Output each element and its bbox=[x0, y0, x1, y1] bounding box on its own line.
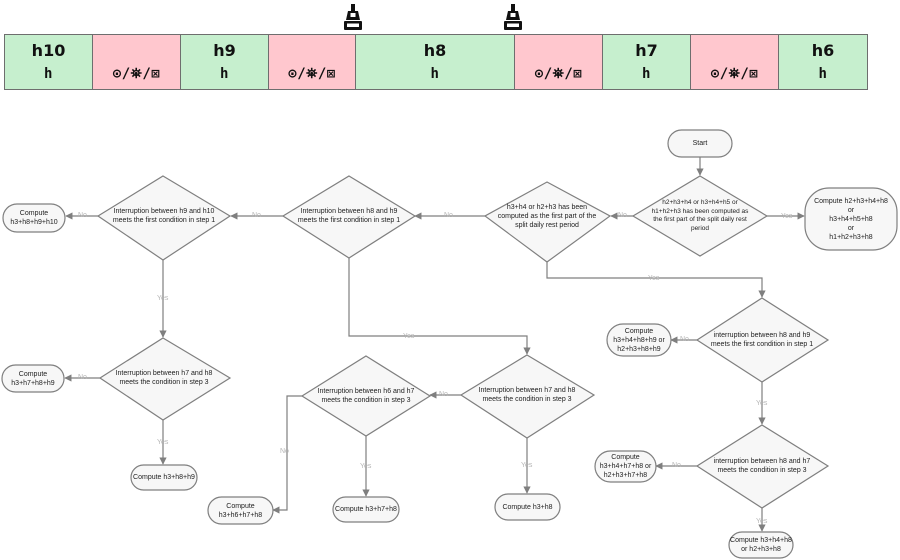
edge-no bbox=[272, 395, 302, 514]
cell-label: h9 bbox=[213, 41, 236, 60]
edge-label-yes: Yes bbox=[157, 439, 169, 446]
driving-symbol: h bbox=[44, 66, 53, 82]
timeline-cell-h7: h7 h bbox=[603, 35, 691, 89]
ferry-icon bbox=[504, 4, 522, 30]
driving-symbol: h bbox=[818, 66, 828, 82]
result-h3h8 bbox=[494, 493, 561, 521]
edge-label-no: No bbox=[680, 336, 689, 343]
edge-label-yes: Yes bbox=[403, 333, 415, 340]
edge-label-no: No bbox=[444, 212, 453, 219]
result-h3h7h8 bbox=[332, 496, 400, 523]
timeline-cell-h10: h10 h bbox=[5, 35, 93, 89]
edge-yes bbox=[348, 258, 531, 355]
decision-h3h4 bbox=[483, 181, 612, 263]
timeline-cell-break: ⊙/⛯/⊠ bbox=[515, 35, 603, 89]
break-symbols: ⊙/⛯/⊠ bbox=[710, 66, 759, 82]
decision-h6h7 bbox=[300, 355, 432, 437]
driving-symbol: h bbox=[642, 66, 651, 82]
edge-yes bbox=[546, 262, 766, 298]
timeline-cell-break: ⊙/⛯/⊠ bbox=[93, 35, 181, 89]
result-h3h4h8 bbox=[728, 531, 794, 559]
decision-h8h9 bbox=[281, 175, 417, 259]
edge-label-no: No bbox=[252, 212, 261, 219]
timeline-cell-h6: h6 h bbox=[779, 35, 867, 89]
duty-timeline: h10 h ⊙/⛯/⊠ h9 h ⊙/⛯/⊠ h8 h ⊙/⛯/⊠ h7 h ⊙… bbox=[4, 34, 868, 90]
decision-h9h10 bbox=[96, 175, 232, 261]
decision-h7h8-mid bbox=[459, 354, 596, 439]
driving-symbol: h bbox=[430, 66, 440, 82]
cell-label: h8 bbox=[423, 41, 447, 60]
break-symbols: ⊙/⛯/⊠ bbox=[534, 66, 583, 82]
timeline-cell-break: ⊙/⛯/⊠ bbox=[269, 35, 356, 89]
edge-label-no: No bbox=[78, 212, 87, 219]
edge-label-no: No bbox=[672, 462, 681, 469]
decision-first-part bbox=[631, 175, 769, 257]
edge-label-no: No bbox=[618, 212, 627, 219]
decision-h8h7-right bbox=[695, 424, 830, 509]
decision-h8h9-right bbox=[695, 297, 830, 383]
cell-label: h7 bbox=[635, 41, 658, 60]
cell-label: h10 bbox=[31, 41, 66, 60]
result-h3h8h9h10 bbox=[2, 203, 66, 233]
ferry-icon bbox=[344, 4, 362, 30]
timeline-cell-break: ⊙/⛯/⊠ bbox=[691, 35, 779, 89]
timeline-cell-h9: h9 h bbox=[181, 35, 269, 89]
cell-label: h6 bbox=[811, 41, 835, 60]
edge-label-yes: Yes bbox=[781, 213, 793, 220]
timeline-cell-h8: h8 h bbox=[356, 35, 515, 89]
edge-label-yes: Yes bbox=[521, 462, 533, 469]
result-h3h4h8h9 bbox=[606, 323, 672, 357]
result-h3h6h7h8 bbox=[207, 496, 274, 525]
edge-label-yes: Yes bbox=[157, 295, 169, 302]
edge-label-yes: Yes bbox=[756, 518, 768, 525]
edge-label-no: No bbox=[439, 391, 448, 398]
result-h3h8h9 bbox=[130, 464, 198, 491]
edge-label-no: No bbox=[280, 448, 289, 455]
break-symbols: ⊙/⛯/⊠ bbox=[288, 66, 336, 82]
result-first-part bbox=[804, 187, 898, 251]
edge-label-yes: Yes bbox=[648, 275, 660, 282]
decision-h7h8-left bbox=[98, 337, 232, 421]
driving-symbol: h bbox=[220, 66, 229, 82]
edge-label-yes: Yes bbox=[756, 400, 768, 407]
start-terminal bbox=[667, 129, 733, 158]
break-symbols: ⊙/⛯/⊠ bbox=[112, 66, 161, 82]
result-h3h4h7h8 bbox=[594, 450, 657, 483]
edge-label-yes: Yes bbox=[360, 463, 372, 470]
edge-label-no: No bbox=[78, 374, 87, 381]
result-h3h7h8h9 bbox=[1, 364, 65, 393]
